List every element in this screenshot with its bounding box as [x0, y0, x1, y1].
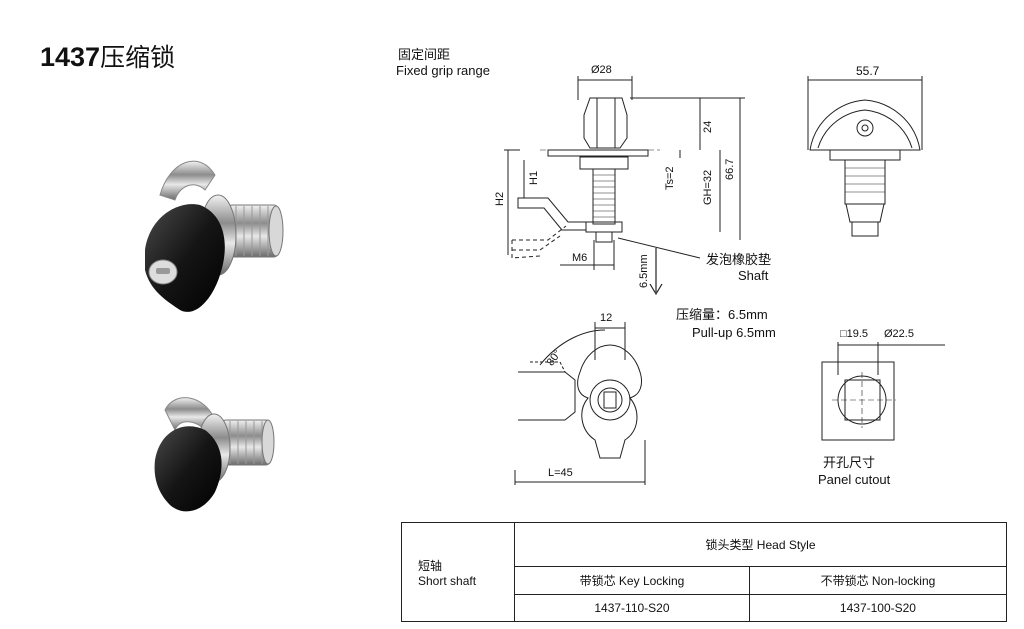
lock-photo-key-locking [145, 160, 284, 312]
cutout-label-cn: 开孔尺寸 [823, 455, 876, 470]
down-arrow-icon [649, 248, 663, 296]
dim-travel: 6.5mm [638, 254, 650, 288]
grip-label-cn: 固定间距 [398, 47, 451, 62]
row-label: 短轴 Short shaft [401, 522, 515, 622]
dim-length: L=45 [548, 467, 573, 479]
col-key-locking: 带锁芯 Key Locking [514, 566, 750, 595]
dim-width: 55.7 [856, 64, 880, 78]
spec-table: 短轴 Short shaft 锁头类型 Head Style 带锁芯 Key L… [401, 522, 1008, 622]
dim-gh: GH=32 [702, 169, 714, 205]
top-view-drawing [514, 322, 646, 485]
panel-cutout-drawing [821, 342, 945, 441]
product-name: 压缩锁 [100, 43, 176, 72]
dim-diameter: Ø28 [591, 64, 612, 76]
gasket-label-en: Shaft [738, 268, 769, 283]
dim-cutout-dia: Ø22.5 [884, 328, 914, 340]
dim-h1: H1 [528, 170, 540, 185]
page-title: 1437压缩锁 [40, 38, 175, 74]
lock-photo-non-locking [154, 397, 275, 512]
compression-label-en: Pull-up 6.5mm [692, 325, 776, 340]
dim-h2: H2 [494, 191, 506, 206]
side-view-drawing [504, 76, 745, 270]
cutout-label-en: Panel cutout [818, 472, 891, 487]
product-code: 1437 [40, 42, 101, 72]
part-number-non-locking: 1437-100-S20 [748, 594, 1008, 622]
row-label-cn: 短轴 [418, 558, 443, 573]
row-label-en: Short shaft [418, 573, 477, 588]
dim-12: 12 [600, 312, 613, 324]
dim-66-7: 66.7 [724, 158, 736, 180]
grip-label-en: Fixed grip range [396, 63, 490, 78]
front-view-drawing [807, 76, 923, 237]
col-non-locking: 不带锁芯 Non-locking [748, 566, 1008, 595]
gasket-label-cn: 发泡橡胶垫 [706, 252, 772, 267]
compression-label-cn: 压缩量：6.5mm [676, 307, 768, 322]
dim-square: □19.5 [840, 328, 869, 340]
head-style-header: 锁头类型 Head Style [514, 522, 1007, 567]
dim-m6: M6 [572, 252, 588, 264]
dim-24: 24 [702, 120, 714, 133]
part-number-key-locking: 1437-110-S20 [514, 594, 750, 622]
dim-ts: Ts=2 [664, 166, 676, 190]
